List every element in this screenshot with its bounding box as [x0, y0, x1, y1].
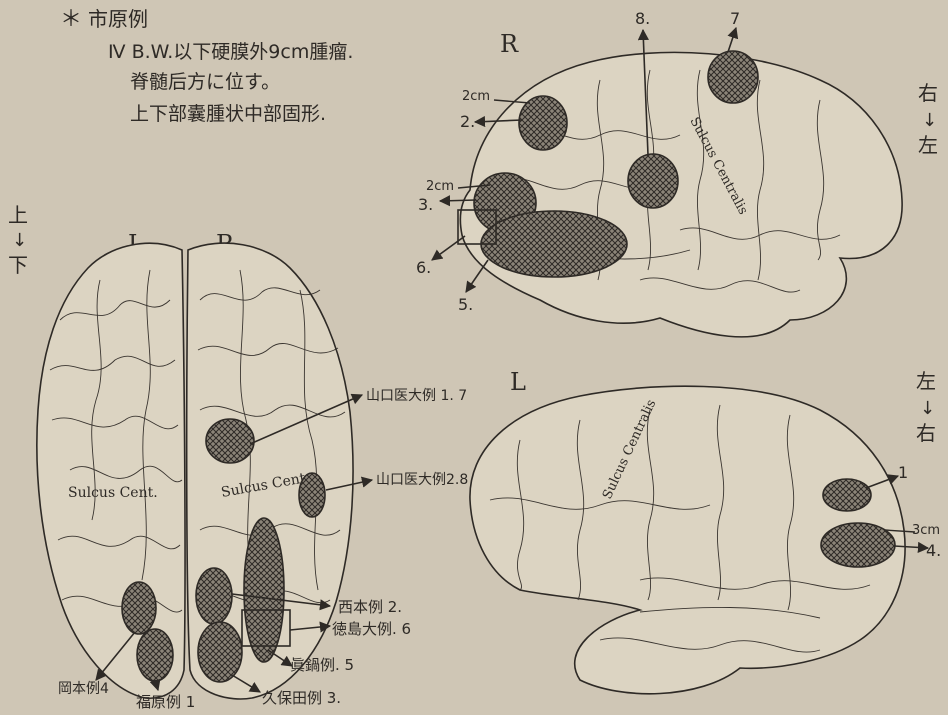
right-lateral-brain: Sulcus Centralis 8. 7 2cm 2. 2cm 3. 6. 5…: [416, 9, 902, 337]
label-size-b: 2cm: [426, 179, 454, 194]
orientation-right-top: 右: [918, 81, 938, 105]
label-r8: 8.: [635, 9, 650, 28]
tumor-yamaguchi-2-8: [299, 473, 325, 517]
orientation-arrow-2: ↓: [12, 230, 27, 251]
label-r3: 3.: [418, 195, 433, 214]
label-kubota: 久保田例 3.: [262, 689, 341, 707]
tumor-r2: [519, 96, 567, 150]
label-r2: 2.: [460, 112, 475, 131]
orientation-arrow-1: ↓: [922, 110, 937, 131]
label-r6: 6.: [416, 258, 431, 277]
label-fukuhara: 福原例 1: [136, 693, 195, 711]
tumor-manabe-5: [244, 518, 284, 662]
pointer-r3: [440, 200, 476, 201]
left-hemisphere-label: L: [510, 368, 526, 396]
orientation-left-top: 左: [916, 369, 936, 393]
tumor-kubota-3: [198, 622, 242, 682]
asterisk-marker: ＊: [60, 7, 82, 32]
left-lateral-brain: Sulcus Centralis 1 3cm 4.: [470, 386, 941, 694]
tumor-l4: [821, 523, 895, 567]
tumor-yamaguchi-1-7: [206, 419, 254, 463]
label-yamaguchi-2-8: 山口医大例2.8: [376, 472, 468, 488]
tumor-r7: [708, 51, 758, 103]
pointer-r7: [728, 28, 736, 52]
right-hemisphere-label: R: [500, 30, 519, 58]
sulcus-cent-left: Sulcus Cent.: [68, 485, 158, 501]
note-line-1: Ⅳ B.W.以下硬膜外9cm腫瘤.: [108, 41, 353, 63]
tumor-r8: [628, 154, 678, 208]
pointer-r5: [466, 260, 488, 292]
label-r5: 5.: [458, 295, 473, 314]
orientation-down: 下: [8, 253, 28, 277]
label-nishimoto: 西本例 2.: [338, 598, 402, 616]
label-yamaguchi-1-7: 山口医大例 1. 7: [366, 388, 467, 404]
note-line-2: 脊髄后方に位す。: [130, 71, 280, 93]
label-l4: 4.: [926, 541, 941, 560]
label-okamoto: 岡本例4: [58, 681, 109, 697]
tumor-fukuhara-1: [137, 629, 173, 681]
orientation-up: 上: [8, 203, 28, 227]
note-line-3: 上下部囊腫状中部固形.: [130, 103, 326, 125]
label-manabe: 眞鍋例. 5: [290, 656, 354, 674]
tumor-r5: [481, 211, 627, 277]
tumor-nishimoto-2: [196, 568, 232, 624]
orientation-right-bottom: 右: [916, 421, 936, 445]
label-size-a: 2cm: [462, 89, 490, 104]
case-title: 市原例: [88, 7, 148, 31]
tumor-l1: [823, 479, 871, 511]
top-view-brain: Sulcus Cent. Sulcus Cent. 山口医大例 1. 7 山口医…: [37, 243, 468, 711]
pointer-r6: [432, 236, 465, 260]
label-r7: 7: [730, 9, 740, 28]
orientation-left-bottom: 左: [918, 133, 938, 157]
label-l1: 1: [898, 463, 908, 482]
label-l-size: 3cm: [912, 523, 940, 538]
left-hemisphere-outline: [37, 243, 185, 698]
tumor-okamoto-4: [122, 582, 156, 634]
orientation-arrow-3: ↓: [920, 398, 935, 419]
label-tokushima: 徳島大例. 6: [332, 620, 411, 638]
